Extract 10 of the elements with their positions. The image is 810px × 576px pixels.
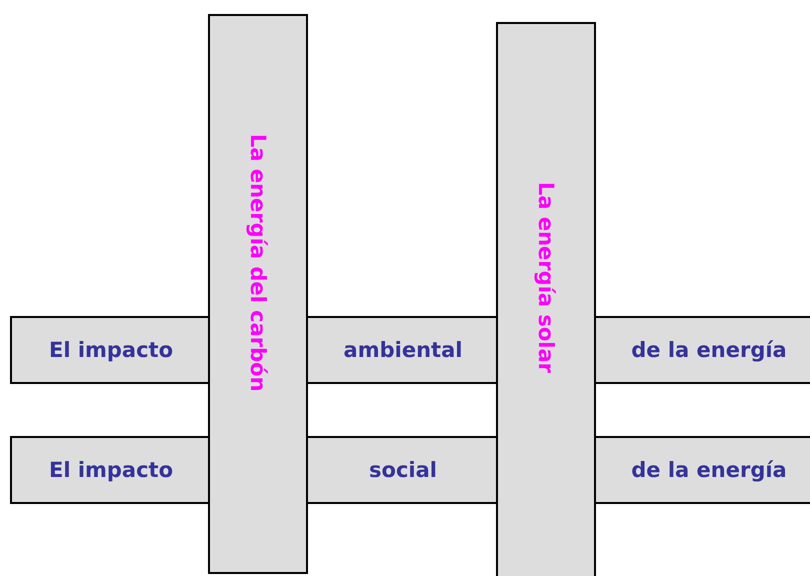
bar-text: La energía solar (534, 182, 558, 374)
band-text: de la energía (631, 338, 787, 362)
band-text: ambiental (344, 338, 462, 362)
bar-text: La energía del carbón (246, 134, 270, 392)
band-text: de la energía (631, 458, 787, 482)
band-text: El impacto (48, 338, 174, 362)
band-text: El impacto (48, 458, 174, 482)
band-text: social (369, 458, 437, 482)
vertical-bar (496, 22, 596, 576)
vertical-bar (208, 14, 308, 574)
